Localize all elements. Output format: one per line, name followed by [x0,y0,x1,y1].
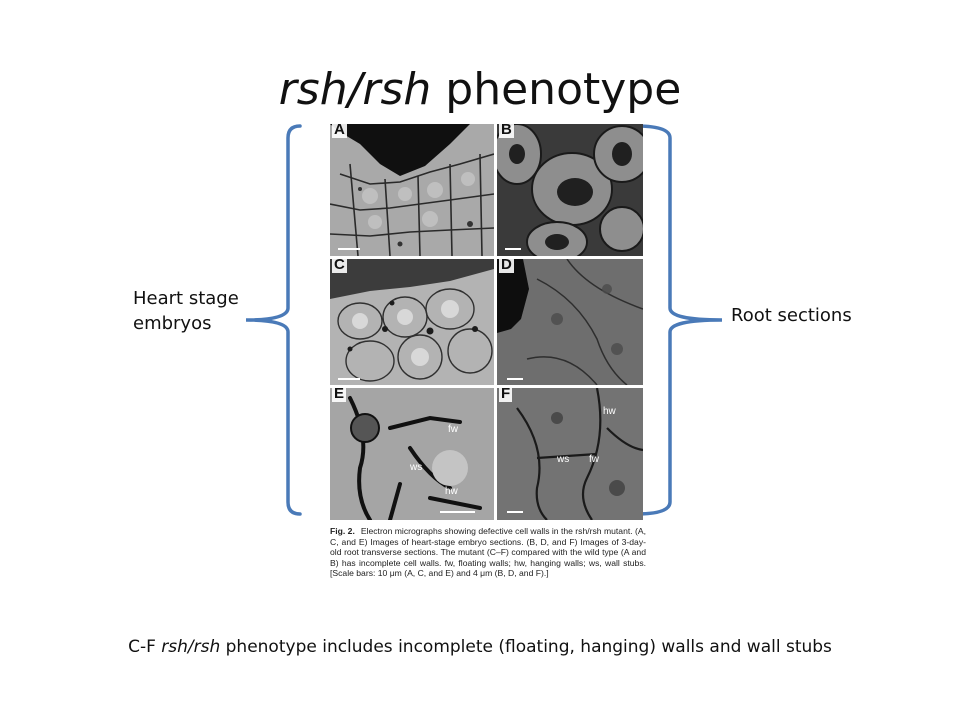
tag-fw-f: fw [589,454,599,465]
caption-text: Electron micrographs showing defective c… [330,526,646,579]
right-brace [634,124,723,516]
heart-stage-label: Heart stage embryos [133,288,239,334]
panel-letter-e: E [332,388,347,402]
panel-letter-d: D [499,259,514,273]
panel-d: D [497,259,643,385]
panel-letter-b: B [499,124,514,138]
micrograph-figure: A B [330,124,643,520]
tag-hw-f: hw [603,406,616,417]
tag-ws-f: ws [557,454,570,465]
left-brace [245,124,302,516]
panel-c: C [330,259,494,385]
title-rest: phenotype [431,64,682,115]
panel-b: B [497,124,643,256]
footer-text: C-F rsh/rsh phenotype includes incomplet… [0,636,960,658]
tag-ws-e: ws [410,462,423,473]
panel-letter-a: A [332,124,347,138]
panel-f: F hw ws fw [497,388,643,520]
figure-caption: Fig. 2.Electron micrographs showing defe… [330,526,646,579]
caption-label: Fig. 2. [330,526,355,536]
panel-letter-c: C [332,259,347,273]
footer-prefix: C-F [128,637,162,657]
footer-italic: rsh/rsh [161,637,221,657]
tag-hw-e: hw [445,486,458,497]
root-sections-label: Root sections [731,305,852,326]
title-italic: rsh/rsh [278,64,432,115]
tag-fw-e: fw [448,424,458,435]
footer-rest: phenotype includes incomplete (floating,… [220,637,832,657]
panel-letter-f: F [499,388,513,402]
slide-title: rsh/rsh phenotype [0,62,960,118]
panel-e: E fw ws hw [330,388,494,520]
panel-a: A [330,124,494,256]
